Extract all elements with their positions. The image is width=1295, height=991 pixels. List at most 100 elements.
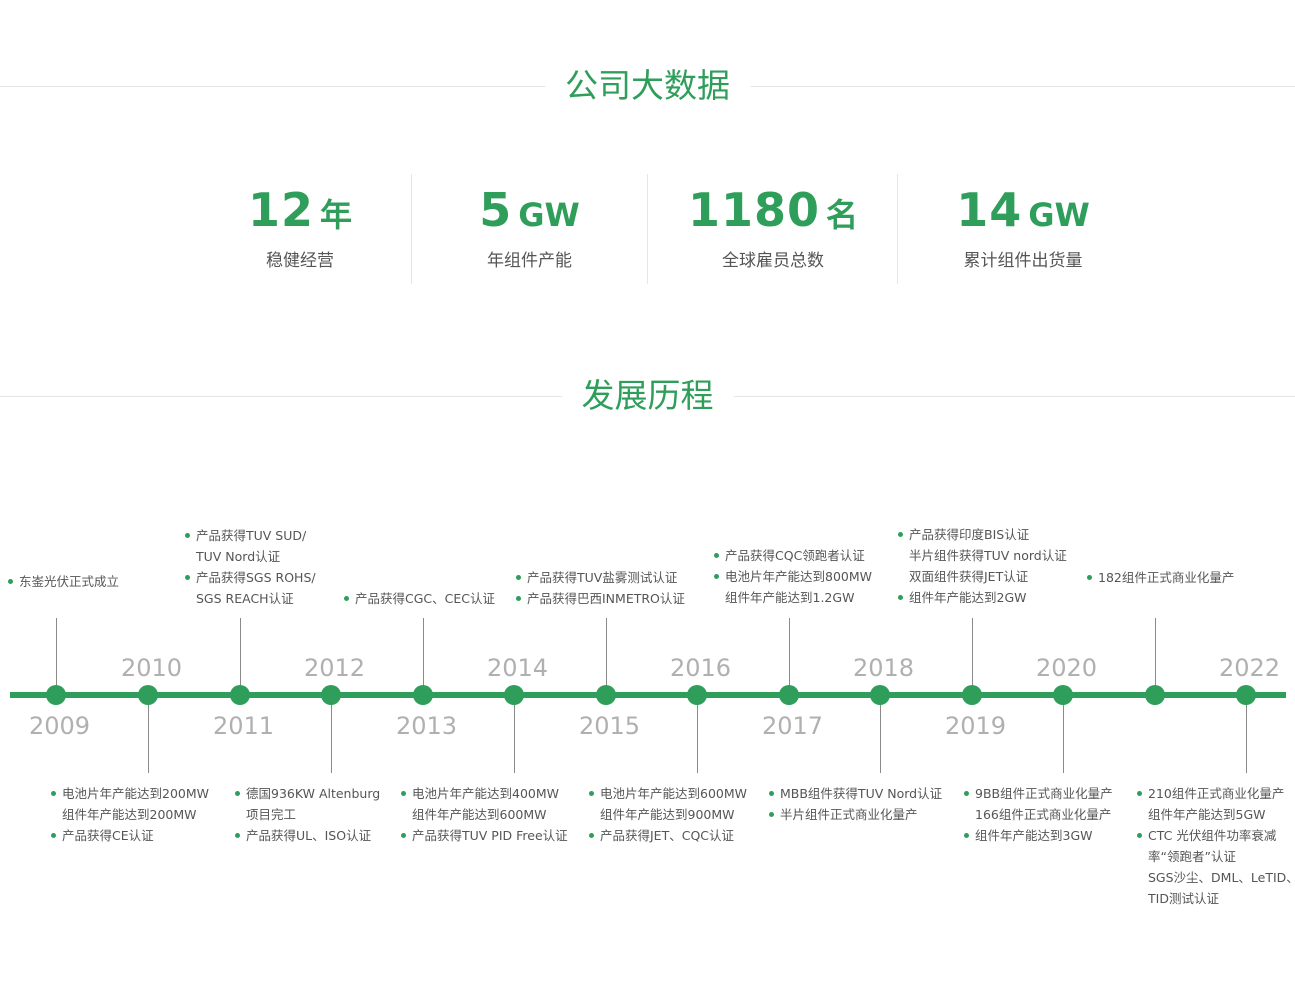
timeline-year-label: 2018	[853, 654, 915, 682]
stats-section-title: 公司大数据	[0, 66, 1295, 106]
stat-unit: GW	[518, 196, 580, 234]
timeline-node-2014[interactable]	[504, 685, 524, 705]
stat-label: 累计组件出货量	[963, 251, 1083, 271]
timeline-connector	[880, 695, 881, 773]
timeline-section-title: 发展历程	[0, 376, 1295, 416]
timeline-year-label: 2015	[579, 712, 641, 740]
timeline-connector	[789, 618, 790, 695]
timeline-connector	[1063, 695, 1064, 773]
timeline-year-label: 2010	[121, 654, 183, 682]
timeline-events-2021: 182组件正式商业化量产	[1087, 567, 1234, 588]
timeline-event-item: 产品获得CQC领跑者认证	[714, 545, 872, 566]
timeline-node-2012[interactable]	[321, 685, 341, 705]
timeline-node-2009[interactable]	[46, 685, 66, 705]
timeline-events-2011: 产品获得TUV SUD/TUV Nord认证产品获得SGS ROHS/SGS R…	[185, 525, 316, 609]
timeline-event-item: 组件年产能达到3GW	[964, 825, 1113, 846]
timeline-node-2021[interactable]	[1145, 685, 1165, 705]
stats-title-text: 公司大数据	[545, 66, 750, 106]
stat-number: 14	[956, 183, 1023, 237]
timeline-node-2019[interactable]	[962, 685, 982, 705]
timeline-connector	[1155, 618, 1156, 695]
timeline-event-item: 产品获得TUV盐雾测试认证	[516, 567, 685, 588]
stat-unit: 名	[826, 196, 859, 234]
timeline-year-label: 2019	[945, 712, 1007, 740]
timeline-event-item: 产品获得UL、ISO认证	[235, 825, 380, 846]
stat-number: 1180	[687, 183, 820, 237]
stat-unit: GW	[1028, 196, 1090, 234]
timeline-node-2017[interactable]	[779, 685, 799, 705]
timeline-axis	[10, 692, 1286, 698]
timeline-events-2013: 产品获得CGC、CEC认证	[344, 588, 495, 609]
timeline-node-2020[interactable]	[1053, 685, 1073, 705]
stat-divider	[647, 174, 648, 284]
timeline-connector	[972, 618, 973, 695]
timeline-node-2018[interactable]	[870, 685, 890, 705]
timeline-connector	[240, 618, 241, 695]
timeline-connector	[148, 695, 149, 773]
timeline-event-item: 产品获得CGC、CEC认证	[344, 588, 495, 609]
timeline-event-item: 产品获得JET、CQC认证	[589, 825, 747, 846]
timeline-connector	[606, 618, 607, 695]
timeline-events-2015: 产品获得TUV盐雾测试认证产品获得巴西INMETRO认证	[516, 567, 685, 609]
timeline-event-item: 产品获得CE认证	[51, 825, 209, 846]
timeline-year-label: 2017	[762, 712, 824, 740]
timeline-event-item: 182组件正式商业化量产	[1087, 567, 1234, 588]
stat-number: 5	[479, 183, 513, 237]
timeline-event-item: 产品获得印度BIS认证半片组件获得TUV nord认证双面组件获得JET认证	[898, 524, 1067, 587]
stat-label: 全球雇员总数	[722, 251, 824, 271]
timeline-title-text: 发展历程	[561, 376, 734, 416]
timeline-event-item: 产品获得巴西INMETRO认证	[516, 588, 685, 609]
timeline-event-item: 东崟光伏正式成立	[8, 571, 119, 592]
timeline-event-item: 产品获得TUV SUD/TUV Nord认证	[185, 525, 316, 567]
timeline-connector	[697, 695, 698, 773]
timeline-event-item: 210组件正式商业化量产组件年产能达到5GW	[1137, 783, 1295, 825]
timeline-year-label: 2014	[487, 654, 549, 682]
timeline-events-2019: 产品获得印度BIS认证半片组件获得TUV nord认证双面组件获得JET认证组件…	[898, 524, 1067, 608]
stat-label: 年组件产能	[487, 251, 572, 271]
timeline-connector	[331, 695, 332, 773]
timeline-node-2015[interactable]	[596, 685, 616, 705]
timeline-year-label: 2012	[304, 654, 366, 682]
timeline-connector	[56, 618, 57, 695]
timeline-connector	[1246, 695, 1247, 773]
timeline-node-2010[interactable]	[138, 685, 158, 705]
timeline-events-2009: 东崟光伏正式成立	[8, 571, 119, 592]
timeline-year-label: 2016	[670, 654, 732, 682]
stat-divider	[897, 174, 898, 284]
timeline-year-label: 2011	[213, 712, 275, 740]
timeline-event-item: 产品获得TUV PID Free认证	[401, 825, 568, 846]
timeline-node-2011[interactable]	[230, 685, 250, 705]
timeline-events-2018: MBB组件获得TUV Nord认证半片组件正式商业化量产	[769, 783, 942, 825]
timeline-node-2013[interactable]	[413, 685, 433, 705]
timeline-node-2022[interactable]	[1236, 685, 1256, 705]
stat-divider	[411, 174, 412, 284]
timeline-year-label: 2020	[1036, 654, 1098, 682]
timeline-year-label: 2022	[1219, 654, 1281, 682]
stat-label: 稳健经营	[266, 251, 334, 271]
timeline-event-item: 组件年产能达到2GW	[898, 587, 1067, 608]
stat-number: 12	[247, 183, 314, 237]
stat-unit: 年	[320, 196, 353, 234]
timeline-connector	[514, 695, 515, 773]
timeline-year-label: 2013	[396, 712, 458, 740]
timeline-node-2016[interactable]	[687, 685, 707, 705]
timeline-connector	[423, 618, 424, 695]
